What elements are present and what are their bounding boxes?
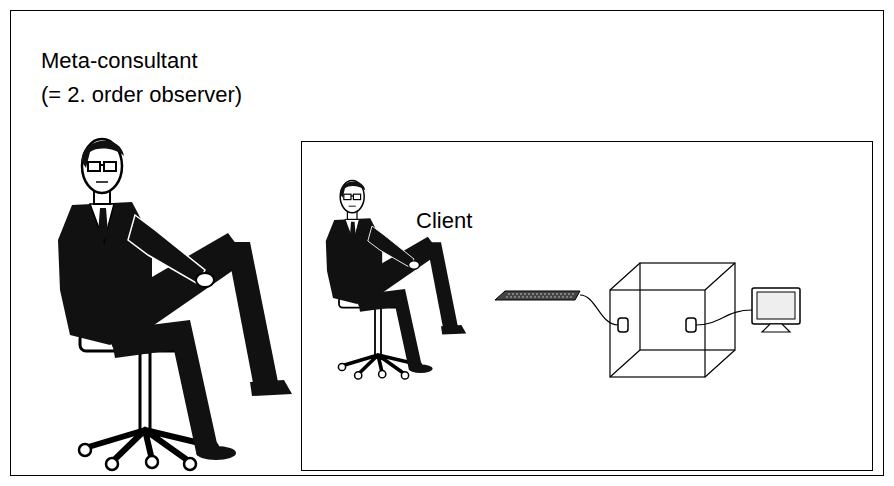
output-plug — [686, 318, 696, 332]
box-label: Meta-consultant (= 2. order observer) — [41, 44, 256, 112]
black-box — [610, 263, 735, 377]
monitor-screen — [757, 292, 795, 319]
monitor — [752, 288, 800, 332]
input-plug — [618, 318, 628, 332]
keyboard — [495, 291, 580, 300]
box-edges — [610, 263, 735, 377]
box-label: Client — [416, 208, 472, 234]
cable — [696, 310, 752, 325]
monitor-frame — [752, 288, 800, 324]
keyboard — [495, 291, 580, 300]
meta-consultant-figure — [58, 139, 292, 470]
cable — [580, 295, 618, 325]
keyboard-keys — [506, 294, 574, 297]
frame-box: Meta-consultant (= 2. order observer) Cli… — [10, 10, 884, 476]
monitor-stand — [762, 324, 790, 332]
client-box: Client — [301, 141, 873, 471]
